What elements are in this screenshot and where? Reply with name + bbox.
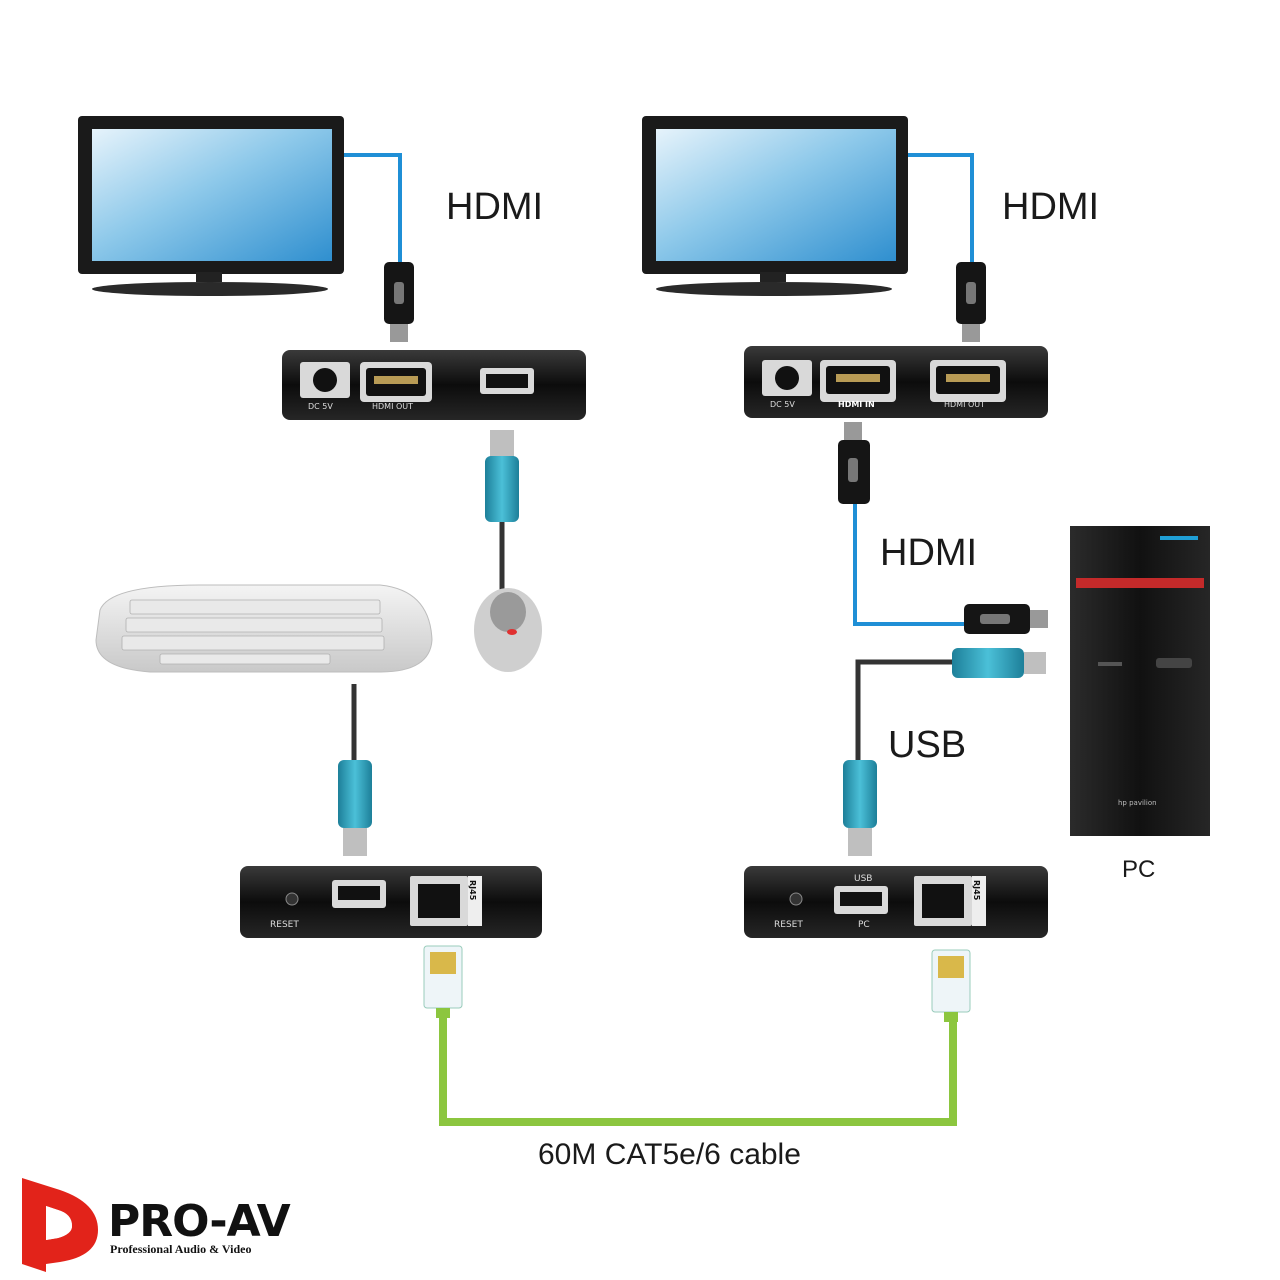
hdmi-plug-right-icon (956, 262, 986, 342)
hdmi-label-pc: HDMI (880, 532, 978, 574)
extender-tx-bottom (240, 866, 542, 938)
tx-top-hdmi-out-label: HDMI OUT (372, 402, 414, 411)
usb-cable-pc (855, 659, 958, 765)
tx-top-power-label: DC 5V (308, 402, 333, 411)
hdmi-cable-left (344, 153, 402, 262)
tx-bottom-rj45-label: RJ45 (468, 880, 477, 901)
rx-bottom-pc-label: PC (858, 920, 870, 930)
tx-bottom-reset-label: RESET (270, 920, 299, 930)
usb-plug-keyboard-icon (338, 760, 372, 856)
hdmi-label-left: HDMI (446, 186, 544, 228)
usb-plug-rx-bottom-icon (843, 760, 877, 856)
usb-plug-pc-side-icon (952, 648, 1046, 678)
logo-tagline: Professional Audio & Video (110, 1242, 252, 1256)
rj45-plug-left-icon (423, 945, 463, 1018)
keyboard-icon (95, 584, 433, 673)
hdmi-cable-right (908, 153, 974, 262)
extender-rx-top (744, 346, 1048, 418)
hdmi-label-right: HDMI (1002, 186, 1100, 228)
rx-top-power-label: DC 5V (770, 400, 795, 409)
pc-label: PC (1122, 856, 1156, 883)
cat-cable (439, 1016, 957, 1126)
mouse-icon (474, 588, 542, 672)
hdmi-plug-left-icon (384, 262, 414, 342)
pc-tower-icon: hp pavilion (1070, 526, 1210, 836)
rj45-plug-right-icon (931, 949, 971, 1022)
usb-plug-mouse-icon (485, 430, 519, 592)
pro-av-logo-icon (22, 1178, 98, 1272)
rx-bottom-usb-label: USB (854, 874, 873, 884)
hdmi-plug-pc-top-icon (838, 422, 870, 504)
rx-top-hdmi-in-label: HDMI IN (838, 400, 875, 409)
monitor-left-icon (78, 116, 344, 296)
cable-label: 60M CAT5e/6 cable (538, 1138, 801, 1171)
rx-bottom-reset-label: RESET (774, 920, 803, 930)
extender-tx-top (282, 350, 586, 420)
logo-brand: PRO-AV (108, 1196, 291, 1247)
pc-case-brand: hp pavilion (1118, 799, 1157, 807)
hdmi-plug-pc-side-icon (964, 604, 1048, 634)
rx-bottom-rj45-label: RJ45 (972, 880, 981, 901)
extender-rx-bottom (744, 866, 1048, 938)
rx-top-hdmi-out-label: HDMI OUT (944, 400, 986, 409)
monitor-right-icon (642, 116, 908, 296)
usb-label: USB (888, 724, 967, 766)
hdmi-cable-pc (853, 504, 968, 626)
